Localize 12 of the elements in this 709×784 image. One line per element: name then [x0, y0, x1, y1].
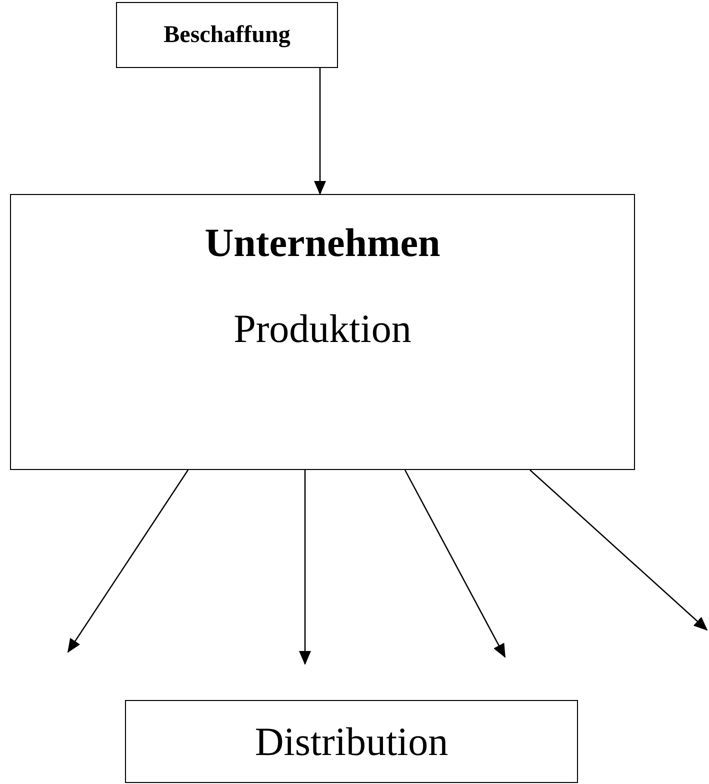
arrow: [404, 470, 506, 658]
box-label: Produktion: [234, 309, 412, 349]
arrow: [67, 470, 189, 653]
arrow: [530, 470, 708, 631]
box-label: Beschaffung: [164, 23, 290, 47]
process-box: [10, 194, 635, 470]
box-heading: Unternehmen: [204, 223, 440, 263]
arrow: [299, 470, 311, 665]
process-box: [125, 700, 578, 783]
process-box: [116, 2, 338, 68]
arrow: [314, 68, 326, 195]
box-label: Distribution: [254, 722, 448, 762]
